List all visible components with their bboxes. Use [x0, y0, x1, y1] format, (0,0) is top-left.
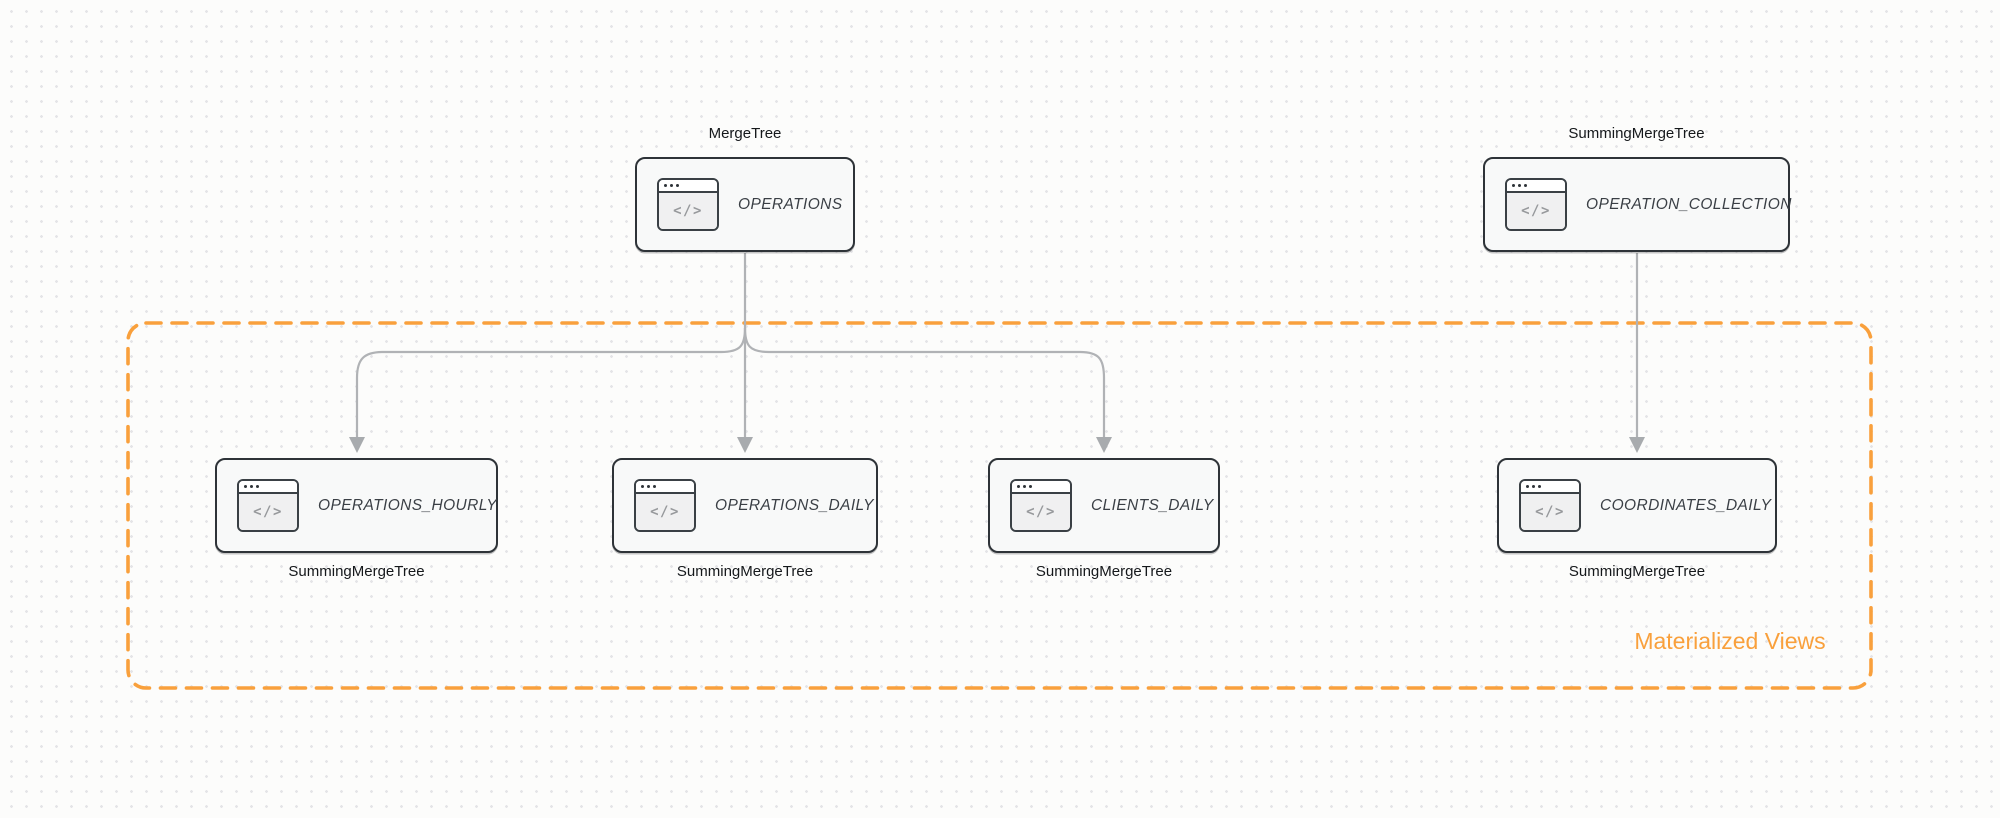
table-name: COORDINATES_DAILY [1600, 496, 1772, 514]
edge-operations-to-clients-daily[interactable] [743, 327, 1106, 440]
window-dot-icon [249, 484, 253, 489]
table-name: OPERATIONS_DAILY [715, 496, 874, 514]
arrowhead-coordinates-daily-icon [1629, 437, 1645, 453]
code-glyph: </> [1012, 494, 1070, 530]
table-node-coordinates-daily[interactable]: </> COORDINATES_DAILY SummingMergeTree [1497, 458, 1777, 581]
table-name: OPERATION_COLLECTION [1586, 195, 1792, 213]
window-dot-icon [641, 484, 645, 489]
code-glyph: </> [636, 494, 694, 530]
code-window-icon: </> [657, 178, 719, 231]
node-box[interactable]: </> CLIENTS_DAILY [988, 458, 1220, 553]
window-dot-icon [1526, 484, 1530, 489]
table-name: CLIENTS_DAILY [1091, 496, 1214, 514]
window-titlebar [1521, 481, 1579, 494]
code-window-icon: </> [1505, 178, 1567, 231]
table-node-operations-daily[interactable]: </> OPERATIONS_DAILY SummingMergeTree [612, 458, 878, 581]
code-window-icon: </> [1010, 479, 1072, 532]
table-node-clients-daily[interactable]: </> CLIENTS_DAILY SummingMergeTree [988, 458, 1220, 581]
arrowhead-operations-daily-icon [737, 437, 753, 453]
window-titlebar [659, 180, 717, 193]
node-box[interactable]: </> OPERATION_COLLECTION [1483, 157, 1792, 252]
window-dot-icon [669, 183, 673, 188]
window-dot-icon [244, 484, 248, 489]
engine-label: SummingMergeTree [288, 563, 425, 580]
code-window-icon: </> [1519, 479, 1581, 532]
window-dot-icon [255, 484, 259, 489]
materialized-views-label: Materialized Views [1634, 628, 1826, 654]
window-dot-icon [646, 484, 650, 489]
table-name: OPERATIONS_HOURLY [318, 496, 498, 514]
engine-label: SummingMergeTree [676, 563, 814, 580]
code-glyph: </> [659, 193, 717, 229]
window-titlebar [1012, 481, 1070, 494]
window-dot-icon [1531, 484, 1535, 489]
table-node-operations-hourly[interactable]: </> OPERATIONS_HOURLY SummingMergeTree [215, 458, 498, 581]
window-dot-icon [675, 183, 679, 188]
window-dot-icon [1537, 484, 1541, 489]
window-dot-icon [664, 183, 668, 188]
table-node-operations[interactable]: MergeTree </> OPERATIONS [635, 124, 855, 252]
node-box[interactable]: </> OPERATIONS_HOURLY [215, 458, 498, 553]
window-dot-icon [1512, 183, 1516, 188]
table-node-operation-collection[interactable]: SummingMergeTree </> OPERATION_COLLECTIO… [1483, 124, 1792, 252]
window-titlebar [1507, 180, 1565, 193]
edge-operations-to-operations-hourly[interactable] [355, 327, 747, 440]
node-box[interactable]: </> OPERATIONS [635, 157, 855, 252]
node-box[interactable]: </> OPERATIONS_DAILY [612, 458, 878, 553]
window-titlebar [636, 481, 694, 494]
window-dot-icon [1022, 484, 1026, 489]
engine-label: SummingMergeTree [1568, 563, 1706, 580]
engine-label: SummingMergeTree [1568, 125, 1705, 142]
window-dot-icon [1517, 183, 1521, 188]
node-box[interactable]: </> COORDINATES_DAILY [1497, 458, 1777, 553]
window-dot-icon [1017, 484, 1021, 489]
arrowhead-clients-daily-icon [1096, 437, 1112, 453]
code-window-icon: </> [237, 479, 299, 532]
window-dot-icon [652, 484, 656, 489]
code-glyph: </> [1507, 193, 1565, 229]
arrowhead-operations-hourly-icon [349, 437, 365, 453]
window-dot-icon [1028, 484, 1032, 489]
code-window-icon: </> [634, 479, 696, 532]
code-glyph: </> [1521, 494, 1579, 530]
engine-label: MergeTree [708, 125, 782, 142]
window-titlebar [239, 481, 297, 494]
window-dot-icon [1523, 183, 1527, 188]
code-glyph: </> [239, 494, 297, 530]
engine-label: SummingMergeTree [1035, 563, 1173, 580]
table-name: OPERATIONS [738, 195, 843, 213]
